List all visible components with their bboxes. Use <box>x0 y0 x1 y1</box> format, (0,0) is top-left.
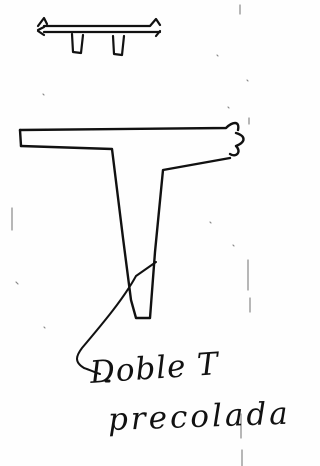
caption-line-2: precolada <box>107 395 292 438</box>
small-double-t-section <box>36 16 162 57</box>
leader-line <box>76 261 157 375</box>
large-t-section <box>18 121 245 320</box>
scan-marks <box>11 4 251 466</box>
